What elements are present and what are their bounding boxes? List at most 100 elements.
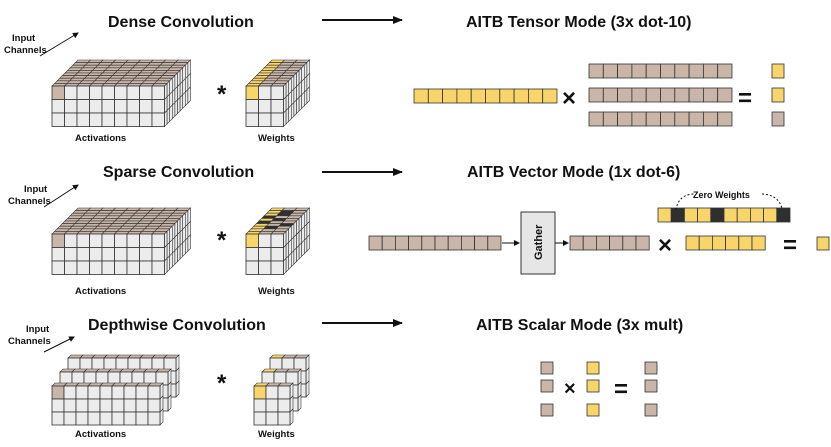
front-cell bbox=[253, 398, 267, 413]
front-cell bbox=[111, 398, 125, 413]
front-cell bbox=[64, 233, 78, 248]
input-arrow-3 bbox=[43, 336, 75, 353]
vector-gathered-cell bbox=[596, 235, 611, 251]
front-cell bbox=[64, 247, 78, 262]
front-cell bbox=[64, 99, 78, 114]
row-depthwise: Depthwise Convolution AITB Scalar Mode (… bbox=[8, 317, 683, 440]
front-cell bbox=[101, 260, 115, 275]
tensor-weight-cell bbox=[717, 63, 733, 79]
side-cell bbox=[289, 408, 294, 426]
front-cell bbox=[151, 247, 165, 262]
front-cell bbox=[126, 247, 140, 262]
vector-gathered-cell bbox=[582, 235, 597, 251]
tensor-weight-cell bbox=[717, 111, 733, 127]
front-cell bbox=[111, 385, 125, 400]
side-cell bbox=[290, 249, 295, 268]
vector-weight-gathered-cell bbox=[712, 235, 727, 251]
tensor-act-cell bbox=[528, 88, 544, 104]
vector-weight-cell bbox=[657, 207, 672, 223]
front-cell bbox=[265, 385, 279, 400]
weights-cube-sparse bbox=[245, 207, 311, 276]
vector-weight-cell bbox=[697, 207, 712, 223]
tensor-act-cell bbox=[456, 88, 472, 104]
side-cell bbox=[166, 255, 170, 273]
times-1: × bbox=[562, 85, 576, 112]
activations-label-2: Activations bbox=[75, 286, 126, 297]
front-cell bbox=[101, 247, 115, 262]
side-cell bbox=[297, 394, 302, 412]
front-cell bbox=[277, 398, 291, 413]
tensor-act-cell bbox=[442, 88, 458, 104]
vector-gathered-cell bbox=[622, 235, 637, 251]
front-cell bbox=[75, 411, 89, 426]
front-cell bbox=[245, 112, 259, 127]
equals-3: = bbox=[614, 376, 628, 403]
vector-weight-gathered-cell bbox=[725, 235, 740, 251]
front-cell bbox=[123, 385, 137, 400]
tensor-mode-title: AITB Tensor Mode (3x dot-10) bbox=[466, 14, 692, 31]
front-cell bbox=[245, 260, 259, 275]
input-label-2b: Channels bbox=[8, 196, 51, 207]
front-cell bbox=[258, 85, 272, 100]
tensor-weight-cell bbox=[688, 63, 704, 79]
side-cell bbox=[298, 242, 303, 260]
front-cell bbox=[89, 233, 103, 248]
tensor-weight-cell bbox=[645, 87, 661, 103]
vector-weight-cell bbox=[750, 207, 765, 223]
weights-label-3: Weights bbox=[258, 429, 295, 440]
tensor-weight-cell bbox=[617, 111, 633, 127]
front-cell bbox=[76, 260, 90, 275]
side-cell bbox=[301, 239, 305, 258]
front-cell bbox=[114, 112, 128, 127]
front-cell bbox=[63, 385, 77, 400]
front-cell bbox=[126, 260, 140, 275]
tensor-weight-cell bbox=[688, 111, 704, 127]
front-cell bbox=[139, 112, 153, 127]
front-cell bbox=[51, 247, 65, 262]
front-cell bbox=[123, 398, 137, 413]
tensor-weight-cell bbox=[617, 63, 633, 79]
vector-weight-cell bbox=[710, 207, 725, 223]
front-cell bbox=[64, 260, 78, 275]
vector-act-cell bbox=[487, 235, 502, 251]
weights-cube-depthwise bbox=[253, 354, 310, 426]
front-cell bbox=[76, 85, 90, 100]
vector-act-cell bbox=[460, 235, 475, 251]
side-cell bbox=[172, 101, 176, 120]
front-cell bbox=[258, 99, 272, 114]
side-cell bbox=[172, 249, 176, 268]
depthwise-title: Depthwise Convolution bbox=[88, 317, 266, 334]
front-cell bbox=[64, 112, 78, 127]
vector-weight-cell bbox=[670, 207, 685, 223]
scalar-mode-title: AITB Scalar Mode (3x mult) bbox=[476, 317, 683, 334]
front-cell bbox=[245, 247, 259, 262]
front-cell bbox=[270, 260, 284, 275]
front-cell bbox=[270, 99, 284, 114]
front-cell bbox=[89, 85, 103, 100]
depthwise-act-slice bbox=[51, 382, 164, 426]
tensor-mode-graphic bbox=[413, 63, 785, 127]
tensor-weight-cell bbox=[617, 87, 633, 103]
front-cell bbox=[89, 260, 103, 275]
front-cell bbox=[126, 233, 140, 248]
front-cell bbox=[147, 385, 161, 400]
depthwise-weight-slice bbox=[253, 382, 294, 426]
front-cell bbox=[258, 112, 272, 127]
front-cell bbox=[151, 85, 165, 100]
front-cell bbox=[258, 247, 272, 262]
side-cell bbox=[296, 96, 300, 115]
front-cell bbox=[147, 411, 161, 426]
side-cell bbox=[288, 252, 292, 271]
vector-weight-gathered-cell bbox=[698, 235, 713, 251]
tensor-weight-cell bbox=[703, 63, 719, 79]
sparse-title: Sparse Convolution bbox=[103, 164, 254, 181]
front-cell bbox=[265, 411, 279, 426]
front-cell bbox=[51, 85, 65, 100]
tensor-weight-cell bbox=[688, 87, 704, 103]
front-cell bbox=[253, 411, 267, 426]
tensor-weight-cell bbox=[645, 111, 661, 127]
tensor-weight-cell bbox=[645, 63, 661, 79]
front-cell bbox=[147, 398, 161, 413]
weights-cube-dense bbox=[245, 59, 311, 128]
conv-multiply-1: * bbox=[217, 81, 227, 108]
